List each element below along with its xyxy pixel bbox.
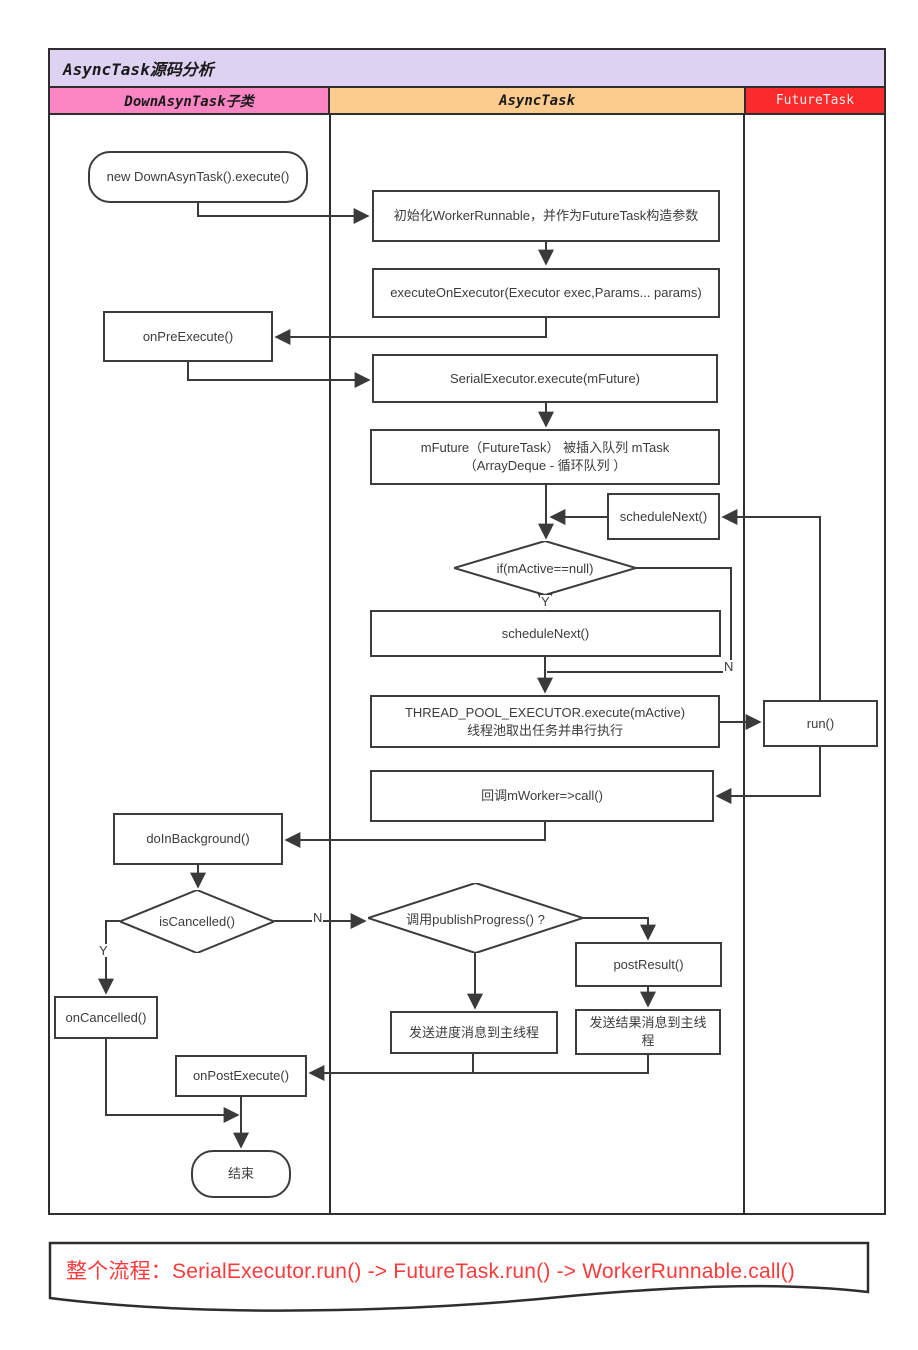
node-send-result-message: 发送结果消息到主线程 <box>575 1009 721 1055</box>
decision-publish-progress: 调用publishProgress() ? <box>368 883 583 953</box>
node-on-pre-execute: onPreExecute() <box>103 311 273 362</box>
edge-label-no-is-cancelled: N <box>312 910 324 925</box>
lane-separator-1 <box>329 115 331 1215</box>
decision-is-cancelled-label: isCancelled() <box>159 914 235 929</box>
node-send-progress-message: 发送进度消息到主线程 <box>390 1011 558 1054</box>
diagram-title: AsyncTask源码分析 <box>48 48 886 88</box>
node-init-worker-runnable: 初始化WorkerRunnable，并作为FutureTask构造参数 <box>372 190 720 242</box>
node-callback-mworker-call: 回调mWorker=>call() <box>370 770 714 822</box>
node-mfuture-line2: （ArrayDeque - 循环队列 ） <box>463 458 627 473</box>
node-schedule-next-side-label: scheduleNext() <box>619 508 708 524</box>
decision-if-mactive-shape <box>454 541 636 595</box>
node-on-post-execute-label: onPostExecute() <box>192 1068 290 1084</box>
node-serial-executor-execute: SerialExecutor.execute(mFuture) <box>372 354 718 403</box>
node-end-label: 结束 <box>227 1166 254 1182</box>
node-schedule-next-main: scheduleNext() <box>370 610 721 657</box>
node-on-cancelled: onCancelled() <box>54 996 158 1039</box>
node-run-label: run() <box>806 715 835 731</box>
node-thread-pool-line2: 线程池取出任务并串行执行 <box>466 722 623 738</box>
decision-is-cancelled-shape <box>120 890 274 953</box>
edge-label-no-if-mactive: N <box>723 659 735 674</box>
node-init-worker-label: 初始化WorkerRunnable，并作为FutureTask构造参数 <box>393 208 699 224</box>
decision-publish-progress-label: 调用publishProgress() ? <box>406 911 545 927</box>
node-do-in-background-label: doInBackground() <box>146 831 250 847</box>
node-schedule-next-main-label: scheduleNext() <box>501 625 590 641</box>
node-callback-label: 回调mWorker=>call() <box>481 788 603 804</box>
decision-if-mactive-label: if(mActive==null) <box>496 560 594 576</box>
node-execute-on-executor: executeOnExecutor(Executor exec,Params..… <box>372 268 720 318</box>
node-schedule-next-side: scheduleNext() <box>607 493 720 540</box>
decision-publish-progress-shape <box>368 883 583 953</box>
node-thread-pool-executor: THREAD_POOL_EXECUTOR.execute(mActive) 线程… <box>370 695 720 748</box>
edge-label-yes-if-mactive: Y <box>540 594 551 609</box>
node-run: run() <box>763 700 878 747</box>
node-post-result: postResult() <box>575 942 722 987</box>
node-on-cancelled-label: onCancelled() <box>65 1009 147 1025</box>
node-start-label: new DownAsynTask().execute() <box>106 169 290 185</box>
lane-header-asynctask: AsyncTask <box>328 88 746 115</box>
node-mfuture-queue: mFuture（FutureTask） 被插入队列 mTask （ArrayDe… <box>370 429 720 485</box>
node-send-progress-label: 发送进度消息到主线程 <box>408 1024 539 1040</box>
node-send-result-label: 发送结果消息到主线程 <box>589 1015 707 1048</box>
node-start: new DownAsynTask().execute() <box>88 151 308 203</box>
lane-separator-2 <box>743 115 745 1215</box>
node-execute-on-executor-label: executeOnExecutor(Executor exec,Params..… <box>390 285 702 301</box>
node-end: 结束 <box>191 1150 291 1198</box>
node-serial-executor-label: SerialExecutor.execute(mFuture) <box>449 370 641 386</box>
node-on-post-execute: onPostExecute() <box>175 1055 307 1097</box>
footer-summary-text: 整个流程：SerialExecutor.run() -> FutureTask.… <box>66 1260 795 1283</box>
node-post-result-label: postResult() <box>613 956 684 972</box>
decision-is-cancelled: isCancelled() <box>120 890 274 953</box>
node-mfuture-line1: mFuture（FutureTask） 被插入队列 mTask <box>420 440 670 456</box>
node-thread-pool-line1: THREAD_POOL_EXECUTOR.execute(mActive) <box>404 704 686 720</box>
node-do-in-background: doInBackground() <box>113 813 283 865</box>
edge-label-yes-is-cancelled: Y <box>98 943 109 958</box>
lane-header-futuretask: FutureTask <box>744 88 886 115</box>
node-on-pre-execute-label: onPreExecute() <box>142 328 234 344</box>
decision-if-mactive-null: if(mActive==null) <box>454 541 636 595</box>
